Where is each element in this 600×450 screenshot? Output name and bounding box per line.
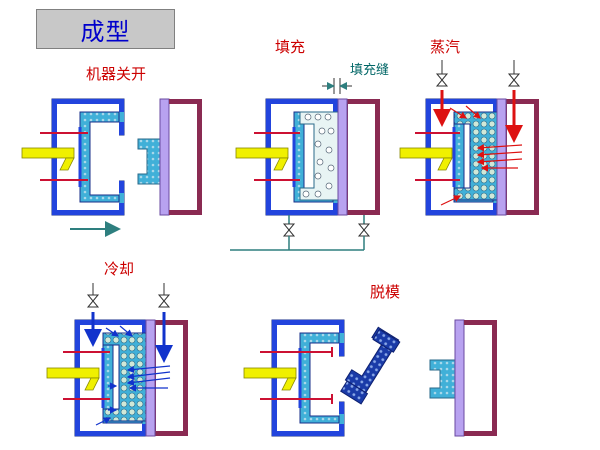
mold-core [429, 359, 456, 399]
label-steam: 蒸汽 [430, 38, 461, 56]
piston [21, 147, 75, 171]
valve-icon [86, 294, 100, 308]
label-machine-open-close: 机器关开 [86, 65, 147, 83]
label-cool: 冷却 [104, 260, 135, 278]
valve-icon [435, 73, 449, 87]
right-mold-half [496, 98, 540, 216]
drain-pipe [230, 215, 365, 251]
panel-steam [399, 60, 540, 217]
panel-demold [243, 318, 497, 438]
steam-flow-arrows [440, 105, 523, 206]
valve-icon [157, 294, 171, 308]
panel-cool [46, 283, 189, 438]
right-mold-half [492, 320, 497, 436]
title-box: 成型 [36, 9, 175, 49]
bead-particles [302, 113, 335, 198]
mold-core [137, 138, 161, 185]
label-fill-gap: 填充缝 [350, 63, 390, 78]
label-fill: 填充 [275, 38, 306, 56]
ejected-part [340, 326, 401, 405]
valve-icon [507, 73, 521, 87]
right-mold-half [197, 99, 202, 215]
cooling-flow-arrows [95, 325, 171, 426]
page-title: 成型 [80, 17, 131, 46]
valve-icon [282, 223, 296, 237]
right-mold-half [337, 98, 381, 216]
label-demold: 脱模 [370, 283, 401, 301]
valve-icon [357, 223, 371, 237]
panel-fill [230, 78, 381, 251]
panel-machine [21, 97, 202, 237]
